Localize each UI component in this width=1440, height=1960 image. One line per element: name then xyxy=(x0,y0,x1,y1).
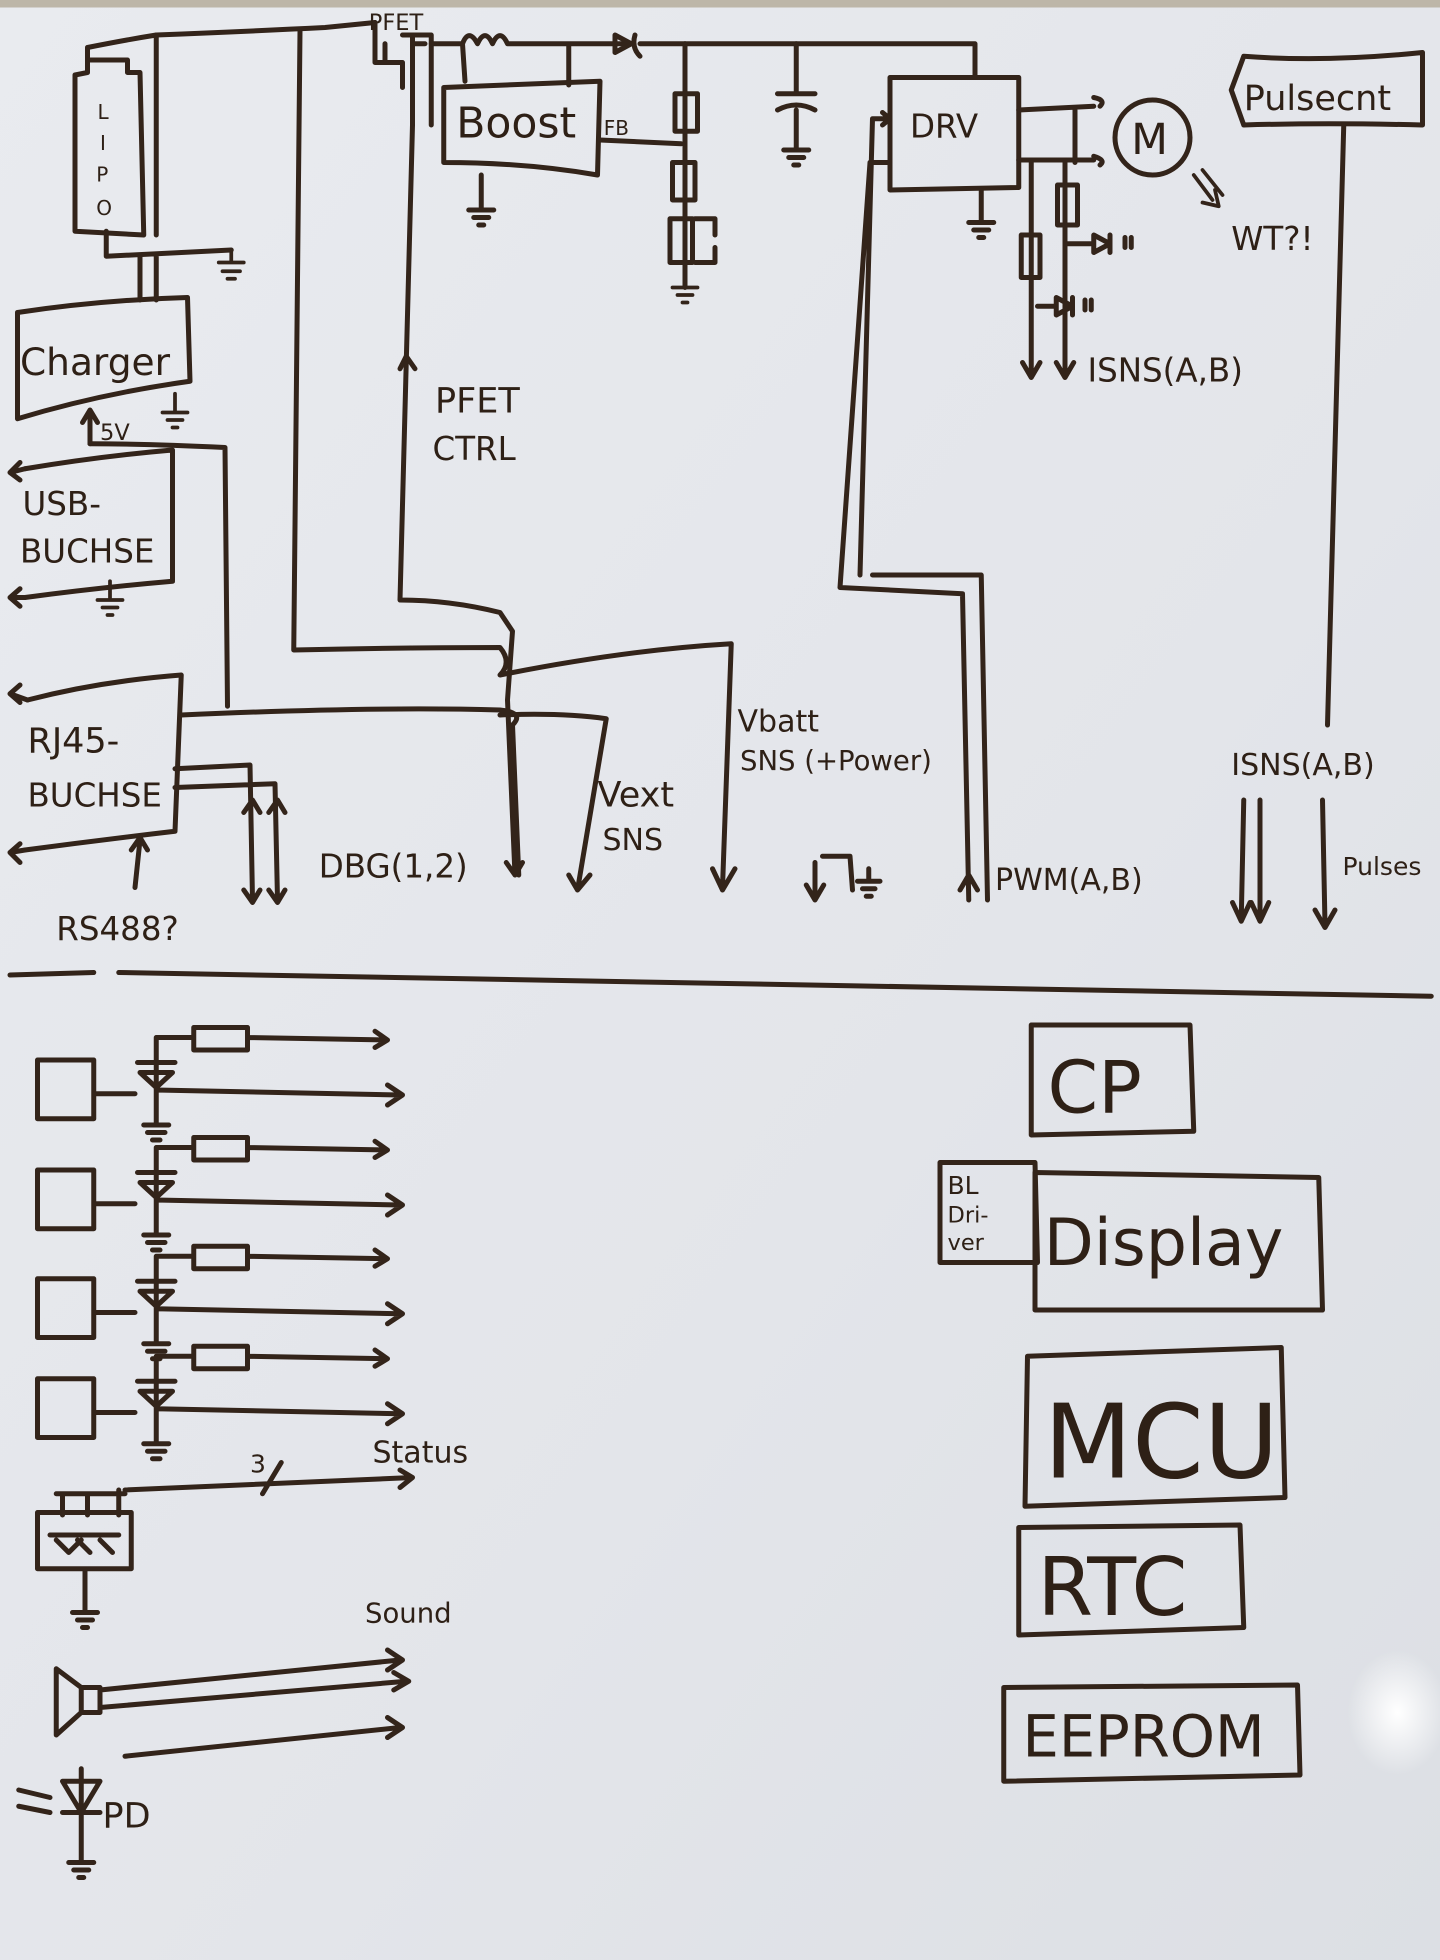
boost-box xyxy=(441,78,603,178)
pfet-ctrl-label-1: PFET xyxy=(435,382,520,422)
vext-sns-line xyxy=(497,711,609,893)
cp-label: CP xyxy=(1048,1047,1142,1131)
status-label: Status xyxy=(373,1436,469,1471)
current-sense-network xyxy=(1018,157,1134,380)
usb-jack-label-2: BUCHSE xyxy=(20,533,154,571)
pulse-counter-box xyxy=(1228,50,1425,128)
photodiode-label: PD xyxy=(103,1797,151,1837)
lipo-battery: L I P O xyxy=(72,57,147,238)
vbatt-sns-power-label: SNS (+Power) xyxy=(740,745,932,777)
pfet-ctrl-arrow xyxy=(397,353,418,372)
dbg-label: DBG(1,2) xyxy=(319,848,468,886)
button-led-row xyxy=(35,1343,405,1462)
status-led-icon xyxy=(35,1460,415,1630)
wt-question-label: WT?! xyxy=(1231,220,1313,258)
vext-sns-label: SNS xyxy=(603,823,664,858)
divider-line xyxy=(7,970,1434,999)
driver-box xyxy=(887,75,1022,193)
vbatt-label: Vbatt xyxy=(738,704,820,739)
five-volt-arrow xyxy=(80,407,100,447)
vext-label: Vext xyxy=(598,775,675,815)
bl-driver-label-1: BL xyxy=(948,1171,979,1200)
mcu-label: MCU xyxy=(1044,1384,1279,1503)
bl-driver-label-3: ver xyxy=(948,1230,985,1256)
rtc-label: RTC xyxy=(1038,1541,1188,1634)
pfet-ctrl-line xyxy=(397,122,525,878)
ground-icon xyxy=(95,579,125,617)
clock-ground-icon xyxy=(803,853,883,903)
cp-block xyxy=(1028,1022,1197,1138)
pfet-ctrl-label-2: CTRL xyxy=(433,430,516,468)
diode-icon xyxy=(612,32,643,59)
usb-jack-box xyxy=(22,447,175,600)
bus-count-label: 3 xyxy=(250,1450,266,1479)
vbatt-sns-line xyxy=(291,28,738,893)
motor-label: M xyxy=(1131,116,1168,165)
eeprom-label: EEPROM xyxy=(1023,1703,1265,1770)
bottom-schematic: 3 Status Sound PD CP BL Dri- ver Display… xyxy=(16,1022,1325,1880)
top-schematic: L I P O Charger 5V USB- BUCHSE RJ45- BUC… xyxy=(7,10,1425,948)
motor-arrow-icon xyxy=(1191,168,1225,209)
sound-label: Sound xyxy=(365,1598,452,1630)
light-glare xyxy=(1347,1650,1440,1775)
lipo-letter-o: O xyxy=(96,196,112,220)
feedback-resistors xyxy=(667,41,718,290)
pfet-label: PFET xyxy=(369,10,424,36)
button-led-row xyxy=(35,1025,405,1143)
mcu-block xyxy=(1022,1345,1288,1509)
ground-icon xyxy=(216,248,246,281)
pwm-lines xyxy=(837,110,990,903)
pulses-label: Pulses xyxy=(1343,852,1422,881)
pulse-counter-label: Pulsecnt xyxy=(1244,79,1391,119)
rj45-jack-label-2: BUCHSE xyxy=(28,776,162,814)
capacitor-icon xyxy=(775,41,818,168)
isns-bus-label: ISNS(A,B) xyxy=(1231,748,1374,783)
rs488-question-label: RS488? xyxy=(56,910,179,948)
charger-label: Charger xyxy=(20,340,171,384)
fb-label: FB xyxy=(604,116,629,140)
board-frame xyxy=(0,0,1440,8)
isns-local-label: ISNS(A,B) xyxy=(1088,351,1243,389)
pfet-symbol xyxy=(372,20,434,128)
lipo-letter-p: P xyxy=(96,162,108,186)
button-led-row xyxy=(35,1135,405,1253)
rs485-arrow xyxy=(128,835,150,890)
charger-box xyxy=(15,295,193,422)
bus-arrows xyxy=(1230,797,1338,930)
rtc-block xyxy=(1016,1522,1247,1638)
lipo-letter-i: I xyxy=(100,131,106,155)
dbg-arrows xyxy=(172,762,288,905)
display-block xyxy=(1032,1170,1325,1313)
ground-icon xyxy=(160,391,190,430)
photodiode-icon xyxy=(16,1766,103,1880)
speaker-icon xyxy=(53,1647,412,1759)
bl-driver-label-2: Dri- xyxy=(948,1203,989,1229)
lipo-letter-l: L xyxy=(98,100,110,124)
usb-jack-label-1: USB- xyxy=(23,485,101,523)
boost-label: Boost xyxy=(456,100,576,149)
display-label: Display xyxy=(1044,1206,1284,1281)
eeprom-block xyxy=(1001,1682,1303,1784)
ground-icon xyxy=(670,285,700,305)
driver-label: DRV xyxy=(910,108,978,146)
motor-circle xyxy=(1112,97,1193,178)
button-led-row xyxy=(35,1243,405,1362)
pwm-label: PWM(A,B) xyxy=(995,863,1143,898)
rj45-jack-box xyxy=(22,672,184,853)
rj45-jack-label-1: RJ45- xyxy=(28,722,120,762)
